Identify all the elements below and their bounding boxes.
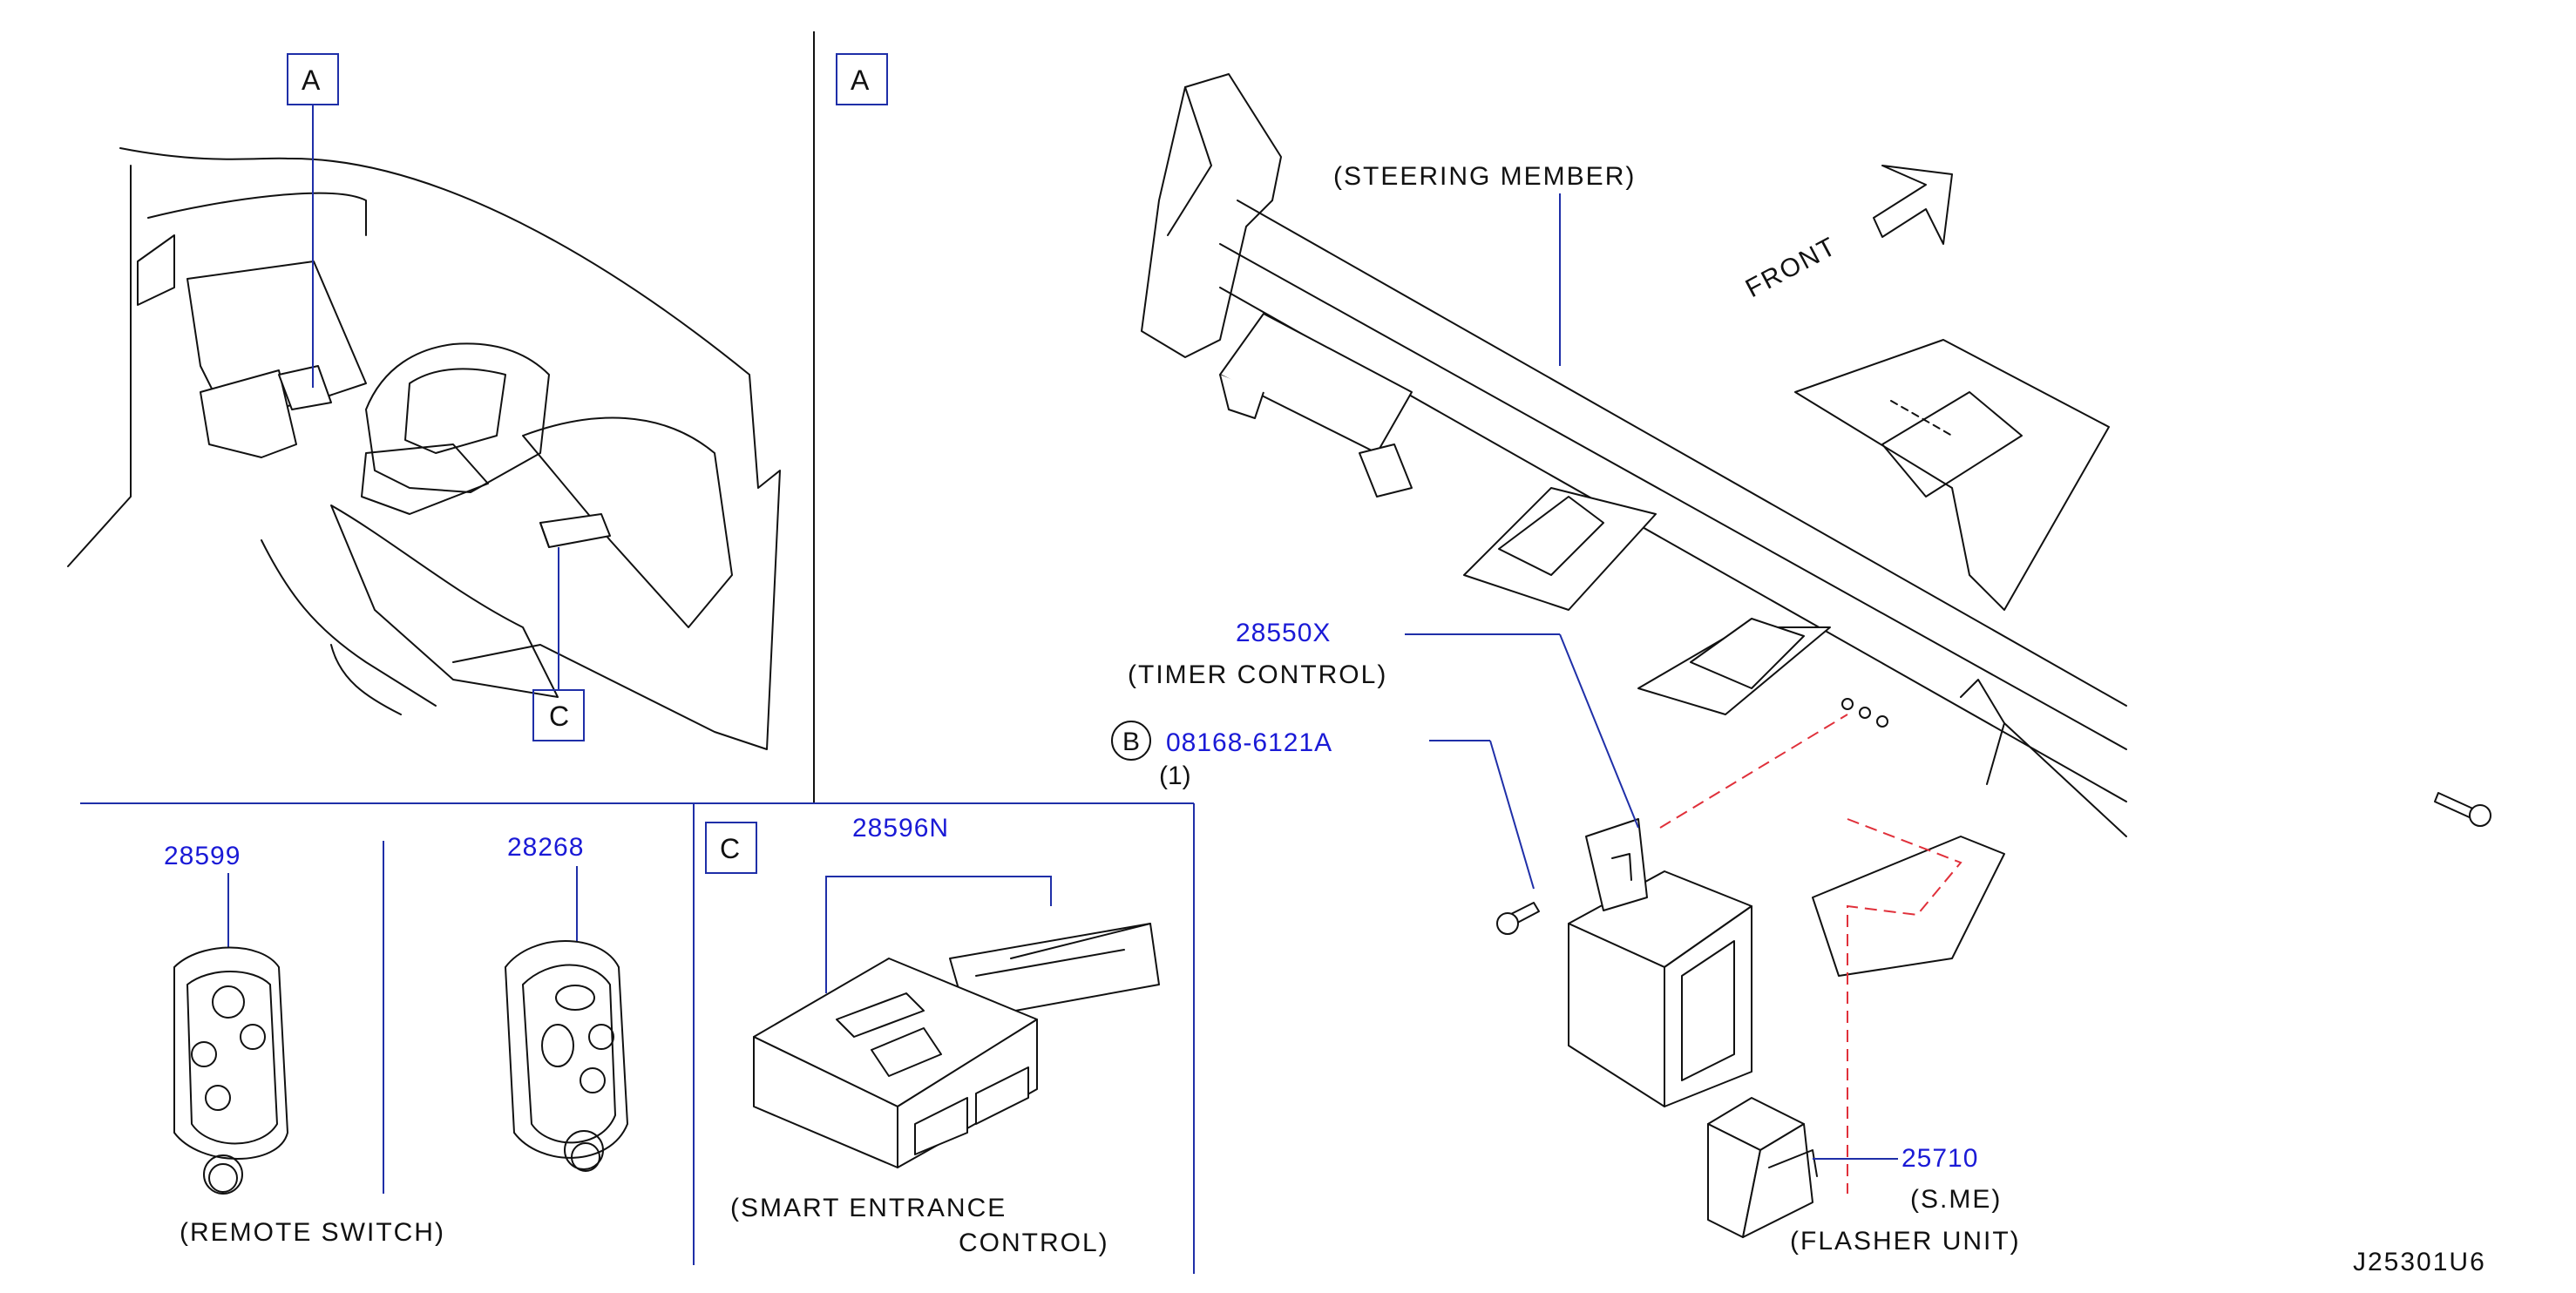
bolt-illustration bbox=[1496, 902, 1540, 935]
smart-entrance-part-number[interactable]: 28596N bbox=[852, 814, 949, 843]
flasher-mount-dashed-line bbox=[1847, 818, 1963, 1194]
dashboard-illustration bbox=[67, 147, 781, 750]
smart-entrance-unit-illustration bbox=[753, 923, 1160, 1168]
smart-entrance-leader bbox=[825, 876, 1052, 993]
timer-control-label: (TIMER CONTROL) bbox=[1128, 660, 1387, 689]
detail-a-box bbox=[836, 53, 888, 105]
bolt-circle-marker bbox=[1111, 721, 1151, 761]
timer-control-unit-illustration bbox=[1568, 818, 1752, 1107]
steering-member-illustration bbox=[1141, 73, 2127, 977]
flasher-unit-illustration bbox=[1707, 1097, 1818, 1238]
timer-control-part-number[interactable]: 28550X bbox=[1236, 619, 1331, 647]
steering-member-label: (STEERING MEMBER) bbox=[1333, 162, 1636, 191]
remote-b-illustration bbox=[505, 940, 628, 1172]
remote-a-part-number[interactable]: 28599 bbox=[164, 842, 241, 870]
detail-c-box bbox=[705, 822, 757, 874]
diagram-id: J25301U6 bbox=[2353, 1248, 2486, 1276]
smart-entrance-label-line2: CONTROL) bbox=[959, 1229, 1109, 1257]
detail-a-label: A bbox=[851, 64, 870, 96]
bolt-leader-diag bbox=[1489, 740, 1535, 890]
view-a-marker: A bbox=[302, 64, 321, 96]
flasher-part-number[interactable]: 25710 bbox=[1901, 1144, 1978, 1173]
remote-a-illustration bbox=[173, 946, 288, 1195]
bolt-quantity: (1) bbox=[1159, 762, 1191, 790]
timer-control-leader-diag bbox=[1559, 633, 1639, 829]
spare-bolt-icon bbox=[2434, 792, 2491, 827]
front-arrow-icon bbox=[1873, 165, 1953, 245]
flasher-unit-label: (FLASHER UNIT) bbox=[1790, 1227, 2021, 1256]
remote-switch-label: (REMOTE SWITCH) bbox=[180, 1218, 445, 1247]
detail-c-label: C bbox=[720, 833, 740, 864]
bolt-part-number[interactable]: 08168-6121A bbox=[1166, 728, 1332, 757]
bolt-circle-letter: B bbox=[1122, 728, 1140, 756]
view-c-marker: C bbox=[549, 701, 569, 732]
smart-entrance-label-line1: (SMART ENTRANCE bbox=[730, 1194, 1007, 1222]
sme-label: (S.ME) bbox=[1910, 1185, 2002, 1214]
timer-mount-dashed-line bbox=[1659, 714, 1848, 829]
front-label: FRONT bbox=[1741, 232, 1842, 303]
remote-b-part-number[interactable]: 28268 bbox=[507, 833, 584, 862]
